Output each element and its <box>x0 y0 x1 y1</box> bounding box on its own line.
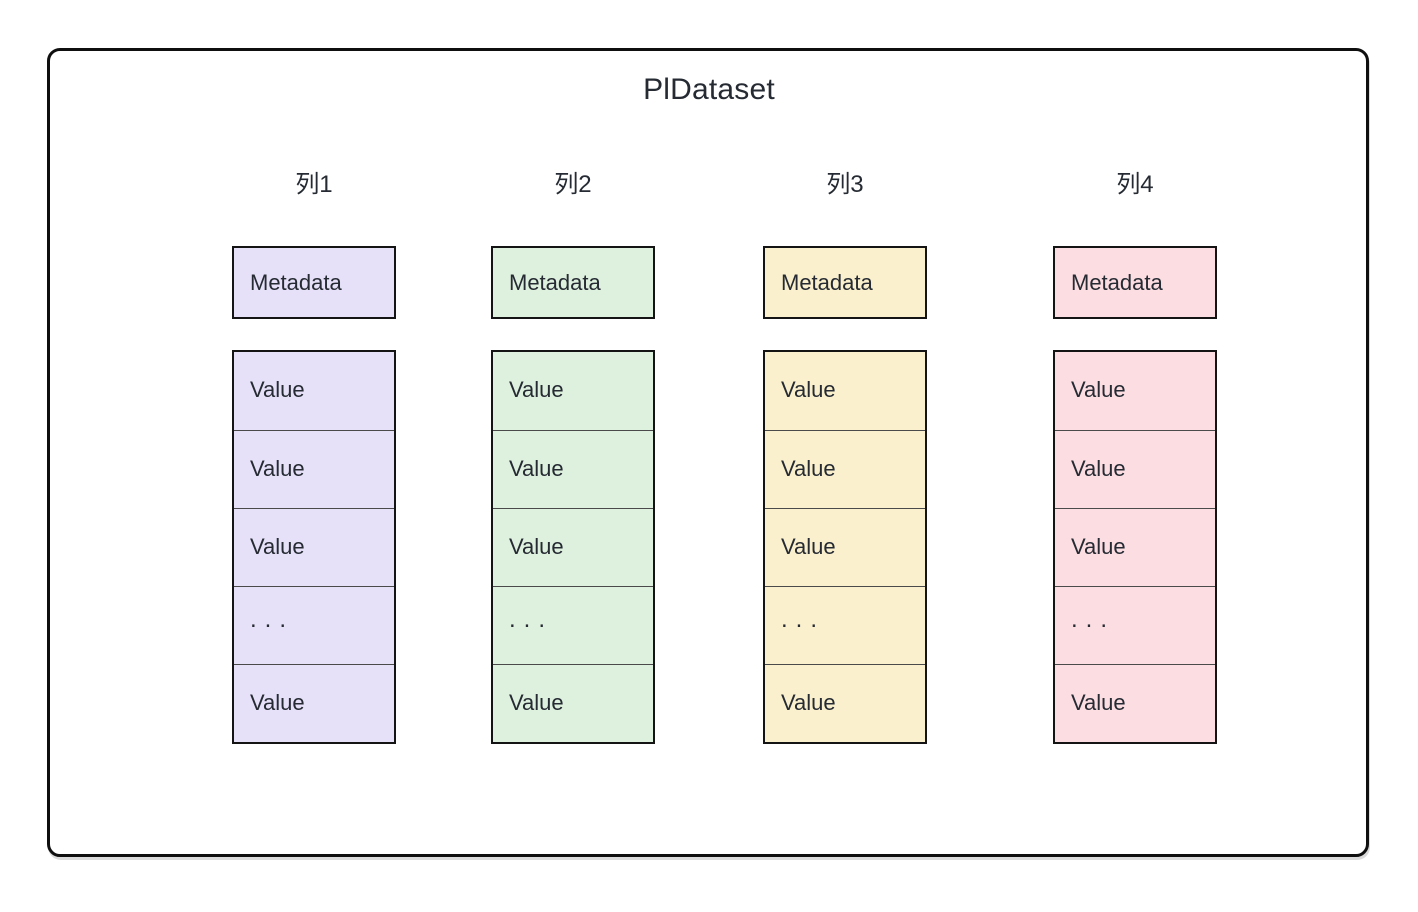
value-cell: Value <box>234 664 394 742</box>
ellipsis-cell: ... <box>1055 586 1215 664</box>
metadata-box: Metadata <box>763 246 927 319</box>
value-cell: Value <box>1055 664 1215 742</box>
diagram-title: PlDataset <box>643 73 775 106</box>
metadata-box: Metadata <box>232 246 396 319</box>
value-cell: Value <box>1071 377 1126 402</box>
column-header-label: 列1 <box>295 171 333 198</box>
value-cell: Value <box>493 664 653 742</box>
value-cell: Value <box>493 508 653 586</box>
value-cell: Value <box>509 377 564 402</box>
metadata-box: Metadata <box>491 246 655 319</box>
value-cell: Value <box>765 508 925 586</box>
value-cell: Value <box>493 430 653 508</box>
column-header-label: 列3 <box>826 171 864 198</box>
column-header-label: 列4 <box>1116 171 1154 198</box>
value-cell: Value <box>250 377 305 402</box>
value-cell: Value <box>781 377 836 402</box>
value-cell: Value <box>234 508 394 586</box>
ellipsis-cell: ... <box>765 586 925 664</box>
value-cell: Value <box>765 664 925 742</box>
ellipsis-cell: ... <box>234 586 394 664</box>
value-cell: Value <box>765 430 925 508</box>
ellipsis-cell: ... <box>493 586 653 664</box>
value-cell: Value <box>234 430 394 508</box>
value-cell: Value <box>1055 430 1215 508</box>
value-cell: Value <box>1055 508 1215 586</box>
metadata-box: Metadata <box>1053 246 1217 319</box>
column-header-label: 列2 <box>554 171 592 198</box>
